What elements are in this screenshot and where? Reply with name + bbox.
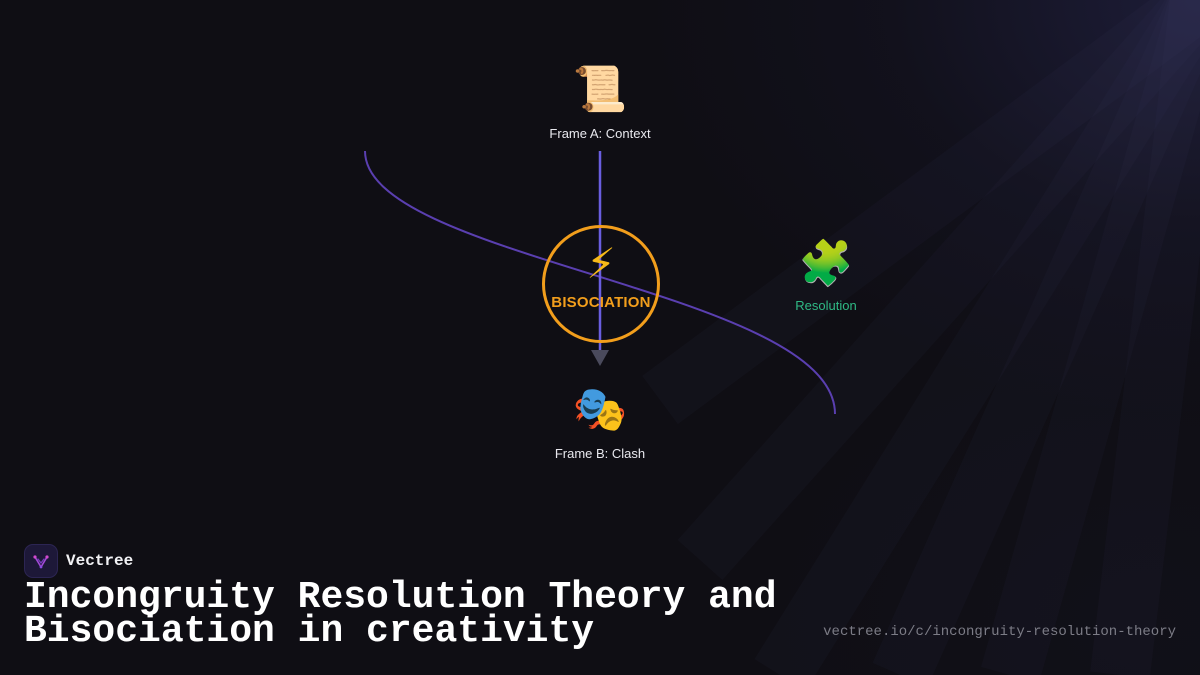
bisociation-hub: ⚡ BISOCIATION xyxy=(542,225,660,343)
page-title: Incongruity Resolution Theory and Bisoci… xyxy=(24,576,777,653)
bisociation-label: BISOCIATION xyxy=(551,294,651,311)
clash-arrowhead xyxy=(591,350,609,366)
frame-a-label: Frame A: Context xyxy=(549,126,651,141)
puzzle-piece-icon: 🧩 xyxy=(798,238,854,289)
source-url[interactable]: vectree.io/c/incongruity-resolution-theo… xyxy=(823,624,1176,640)
resolution-node: 🧩 Resolution xyxy=(795,238,856,313)
lightning-icon: ⚡ xyxy=(586,239,616,288)
scroll-icon: 📜 xyxy=(572,64,628,115)
brand-name: Vectree xyxy=(66,552,134,570)
frame-b-node: 🎭 Frame B: Clash xyxy=(555,384,645,461)
theater-masks-icon: 🎭 xyxy=(572,384,628,435)
frame-a-node: 📜 Frame A: Context xyxy=(549,64,650,141)
frame-b-label: Frame B: Clash xyxy=(554,446,646,461)
vectree-logo-icon xyxy=(24,544,58,578)
resolution-label: Resolution xyxy=(795,298,857,313)
brand[interactable]: Vectree xyxy=(24,544,133,578)
